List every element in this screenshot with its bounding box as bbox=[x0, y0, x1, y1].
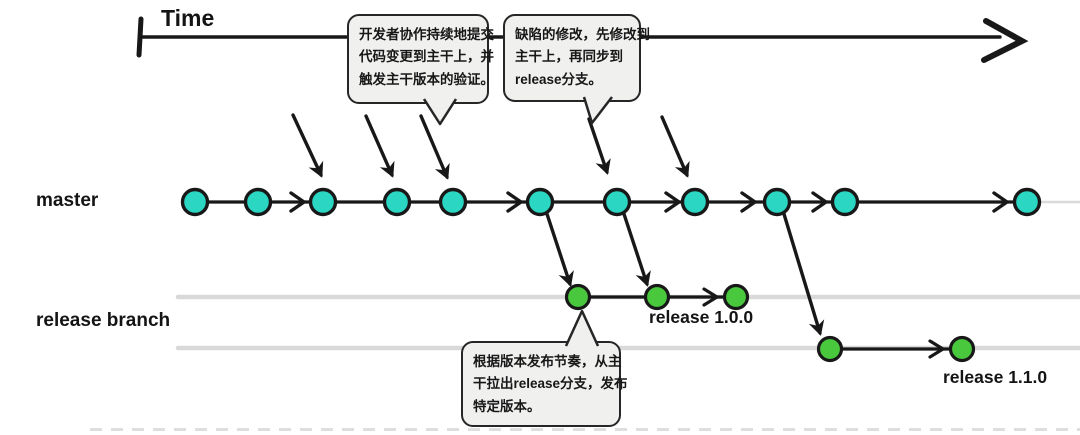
flow-chevron-icon bbox=[702, 287, 721, 307]
release-commit-node bbox=[564, 283, 592, 311]
master-commit-node bbox=[308, 187, 338, 217]
master-commit-node bbox=[382, 187, 412, 217]
release-commit-node bbox=[948, 335, 976, 363]
branch-line-release-1-0-0 bbox=[545, 212, 574, 287]
flow-chevron-icon bbox=[928, 339, 947, 359]
bubble-tail-icon bbox=[422, 98, 458, 126]
bubble-text-line: 开发者协作持续地提交 bbox=[359, 27, 494, 42]
bubble-tail-icon bbox=[564, 309, 600, 347]
bubble-text-line: 代码变更到主干上，并 bbox=[359, 49, 494, 65]
bubble-text-line: release分支。 bbox=[515, 71, 603, 87]
release-commit-node bbox=[816, 335, 844, 363]
master-commit-node bbox=[243, 187, 273, 217]
commit-arrow bbox=[291, 113, 324, 178]
master-commit-node bbox=[762, 187, 792, 217]
branch-line-release-1-1-0 bbox=[782, 212, 825, 336]
bubble-text-line: 特定版本。 bbox=[473, 398, 541, 414]
speech-bubble-branch-note: 根据版本发布节奏，从主 干拉出release分支，发布 特定版本。 bbox=[461, 309, 628, 427]
bubble-tail-icon bbox=[582, 96, 613, 125]
sync-line-release-1-0-0 bbox=[622, 212, 651, 287]
release-1-1-0-label: release 1.1.0 bbox=[943, 367, 1048, 387]
cut-off-caption-fragment bbox=[90, 428, 1080, 431]
flow-chevron-icon bbox=[811, 191, 829, 213]
time-axis-tick bbox=[136, 16, 144, 58]
master-commit-node bbox=[438, 187, 468, 217]
commit-arrow bbox=[364, 114, 395, 178]
flow-chevron-icon bbox=[664, 191, 682, 213]
commit-arrow bbox=[660, 115, 690, 178]
flow-chevron-icon bbox=[992, 191, 1010, 213]
master-commit-node bbox=[830, 187, 860, 217]
bubble-text-line: 缺陷的修改，先修改到 bbox=[515, 27, 650, 42]
commit-arrow bbox=[419, 114, 450, 180]
bubble-text-line: 主干上，再同步到 bbox=[515, 49, 623, 65]
bubble-text-line: 触发主干版本的验证。 bbox=[359, 71, 494, 87]
master-commit-node bbox=[180, 187, 210, 217]
release-commit-node bbox=[643, 283, 671, 311]
commit-arrow bbox=[587, 117, 611, 175]
speech-bubble-commit-note: 开发者协作持续地提交 代码变更到主干上，并 触发主干版本的验证。 bbox=[347, 14, 494, 126]
master-commit-node bbox=[525, 187, 555, 217]
flow-chevron-icon bbox=[506, 191, 524, 213]
release-1-0-0-label: release 1.0.0 bbox=[649, 307, 754, 327]
bubble-text-line: 根据版本发布节奏，从主 bbox=[473, 354, 622, 369]
release-branch-label: release branch bbox=[36, 310, 171, 331]
flow-chevron-icon bbox=[740, 191, 758, 213]
time-axis-arrowhead-icon bbox=[981, 18, 1029, 63]
time-axis-label: Time bbox=[161, 5, 215, 31]
master-commit-node bbox=[1012, 187, 1042, 217]
master-commit-node bbox=[602, 187, 632, 217]
flow-chevron-icon bbox=[289, 191, 307, 213]
release-commit-node bbox=[722, 283, 750, 311]
master-commit-node bbox=[680, 187, 710, 217]
bubble-text-line: 干拉出release分支，发布 bbox=[473, 376, 628, 392]
speech-bubble-hotfix-note: 缺陷的修改，先修改到 主干上，再同步到 release分支。 bbox=[503, 14, 650, 125]
master-branch-label: master bbox=[36, 190, 99, 211]
